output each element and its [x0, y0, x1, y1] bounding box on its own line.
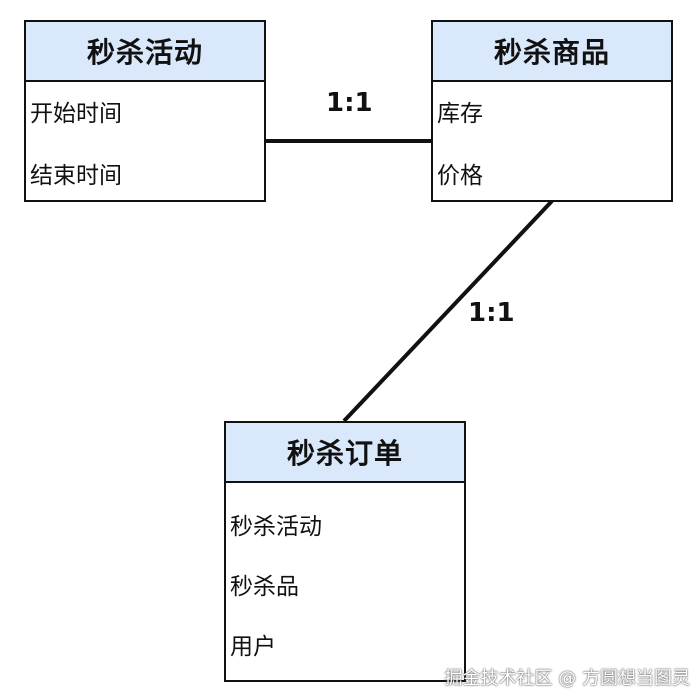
entity-seckill-activity[interactable]: 秒杀活动 开始时间 结束时间 — [24, 20, 266, 202]
attribute-seckill-item: 秒杀品 — [230, 574, 299, 600]
connector-product-order — [342, 199, 554, 423]
attribute-start-time: 开始时间 — [30, 101, 122, 127]
relation-label-activity-product: 1:1 — [326, 88, 373, 118]
attribute-price: 价格 — [437, 163, 483, 189]
watermark-text: 掘金技术社区 @ 方圆想当图灵 — [444, 668, 690, 689]
entity-header: 秒杀商品 — [433, 22, 671, 82]
entity-title: 秒杀活动 — [86, 36, 203, 69]
attribute-end-time: 结束时间 — [30, 163, 122, 189]
attribute-seckill-activity: 秒杀活动 — [230, 514, 322, 540]
relation-label-product-order: 1:1 — [468, 298, 515, 328]
attribute-user: 用户 — [230, 634, 276, 660]
entity-title: 秒杀订单 — [286, 437, 403, 470]
entity-seckill-order[interactable]: 秒杀订单 秒杀活动 秒杀品 用户 — [224, 421, 466, 682]
entity-header: 秒杀活动 — [26, 22, 264, 82]
attribute-stock: 库存 — [437, 101, 483, 127]
entity-header: 秒杀订单 — [226, 423, 464, 483]
entity-title: 秒杀商品 — [493, 36, 610, 69]
entity-seckill-product[interactable]: 秒杀商品 库存 价格 — [431, 20, 673, 202]
